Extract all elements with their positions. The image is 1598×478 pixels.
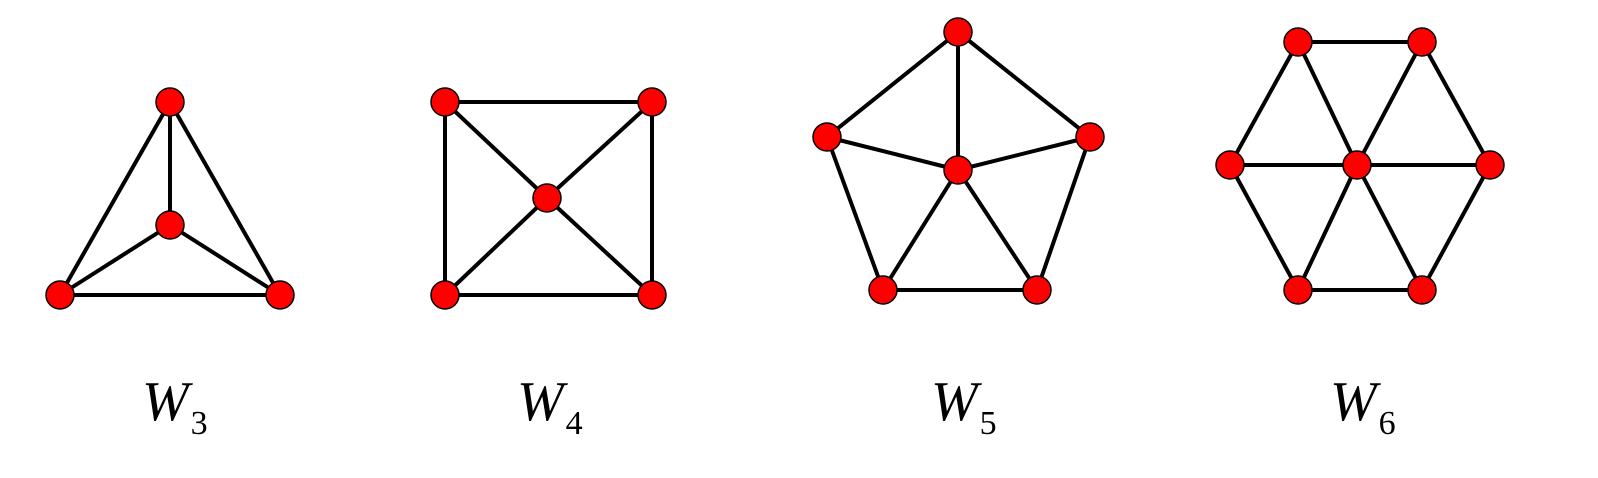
- graph-w5: [812, 17, 1105, 305]
- label-subscript: 5: [979, 405, 997, 442]
- graph-w4: [430, 87, 667, 310]
- rim-vertex: [1075, 122, 1105, 152]
- rim-vertex: [1022, 275, 1052, 305]
- rim-edge: [168, 100, 282, 297]
- rim-vertex: [637, 87, 667, 117]
- spoke-edge: [443, 196, 549, 297]
- rim-edge: [1420, 40, 1492, 167]
- rim-vertex: [868, 275, 898, 305]
- label-subscript: 3: [190, 405, 208, 442]
- rim-edge: [825, 30, 960, 139]
- rim-vertex: [430, 280, 460, 310]
- spoke-edge: [1296, 163, 1359, 292]
- rim-vertex: [265, 280, 295, 310]
- label-symbol: W: [517, 371, 564, 433]
- rim-vertex: [943, 17, 973, 47]
- rim-vertex: [1475, 150, 1505, 180]
- spoke-edge: [545, 100, 654, 200]
- rim-vertex: [637, 280, 667, 310]
- spoke-edge: [58, 223, 172, 297]
- spoke-edge: [1296, 40, 1359, 167]
- rim-edge: [825, 135, 885, 292]
- label-w3: W3: [142, 374, 208, 444]
- rim-edge: [58, 100, 172, 297]
- hub-vertex: [1342, 150, 1372, 180]
- spoke-edge: [1355, 163, 1424, 292]
- label-subscript: 6: [1378, 405, 1396, 442]
- rim-vertex: [1407, 27, 1437, 57]
- rim-edge: [1228, 40, 1300, 167]
- label-symbol: W: [1330, 371, 1377, 433]
- graph-w3: [45, 87, 295, 310]
- rim-vertex: [812, 122, 842, 152]
- hub-vertex: [155, 210, 185, 240]
- rim-edge: [1035, 135, 1092, 292]
- rim-vertex: [45, 280, 75, 310]
- rim-vertex: [1407, 275, 1437, 305]
- label-w4: W4: [517, 374, 583, 444]
- rim-vertex: [1283, 275, 1313, 305]
- graph-w6: [1215, 27, 1505, 305]
- hub-vertex: [532, 183, 562, 213]
- spoke-edge: [881, 168, 960, 292]
- label-symbol: W: [931, 371, 978, 433]
- spoke-edge: [168, 223, 282, 297]
- label-w6: W6: [1330, 374, 1396, 444]
- spoke-edge: [1355, 40, 1424, 167]
- rim-edge: [1228, 163, 1300, 292]
- spoke-edge: [545, 196, 654, 297]
- rim-vertex: [430, 87, 460, 117]
- spoke-edge: [956, 135, 1092, 172]
- hub-vertex: [943, 155, 973, 185]
- rim-vertex: [1283, 27, 1313, 57]
- label-symbol: W: [142, 371, 189, 433]
- spoke-edge: [956, 168, 1039, 292]
- rim-edge: [1420, 163, 1492, 292]
- label-w5: W5: [931, 374, 997, 444]
- rim-vertex: [1215, 150, 1245, 180]
- spoke-edge: [443, 100, 549, 200]
- spoke-edge: [825, 135, 960, 172]
- rim-vertex: [155, 87, 185, 117]
- rim-edge: [956, 30, 1092, 139]
- label-subscript: 4: [565, 405, 583, 442]
